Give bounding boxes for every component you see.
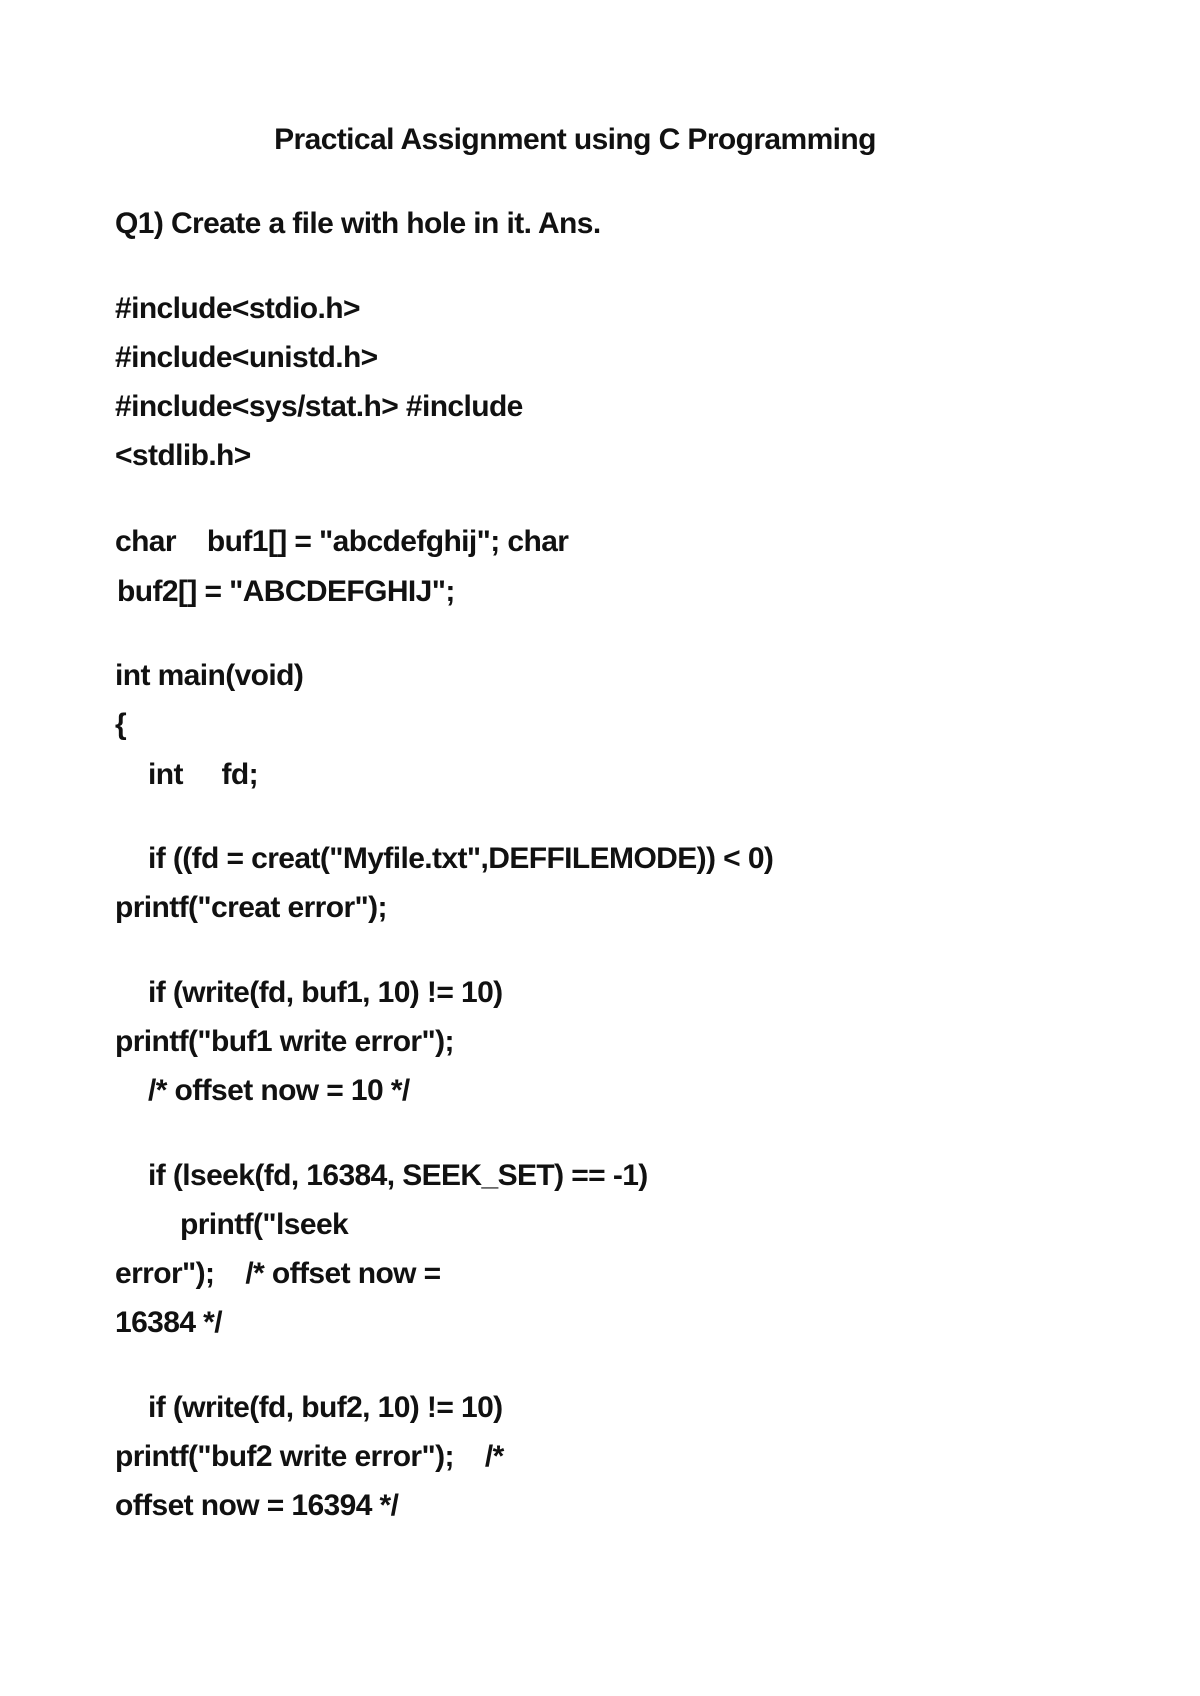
- code-line: int main(void): [115, 659, 304, 692]
- code-line: #include<stdio.h>: [115, 292, 360, 325]
- code-line: {: [115, 708, 127, 741]
- code-line: printf("lseek: [180, 1208, 349, 1241]
- code-line: printf("buf1 write error");: [115, 1025, 455, 1058]
- code-line: #include<sys/stat.h> #include: [115, 390, 523, 423]
- code-line: if (write(fd, buf1, 10) != 10): [148, 976, 503, 1009]
- code-line: 16384 */: [115, 1306, 223, 1339]
- code-line: <stdlib.h>: [115, 439, 251, 472]
- code-line: if ((fd = creat("Myfile.txt",DEFFILEMODE…: [148, 842, 774, 875]
- question-heading: Q1) Create a file with hole in it. Ans.: [115, 207, 601, 240]
- code-line: printf("creat error");: [115, 891, 388, 924]
- document-title: Practical Assignment using C Programming: [274, 123, 876, 156]
- code-line: #include<unistd.h>: [115, 341, 378, 374]
- code-line: /* offset now = 10 */: [148, 1074, 410, 1107]
- code-line: offset now = 16394 */: [115, 1489, 399, 1522]
- code-line: if (lseek(fd, 16384, SEEK_SET) == -1): [148, 1159, 648, 1192]
- code-line: error"); /* offset now =: [115, 1257, 441, 1290]
- code-line: char buf1[] = "abcdefghij"; char: [115, 525, 569, 558]
- code-line: if (write(fd, buf2, 10) != 10): [148, 1391, 503, 1424]
- code-line: buf2[] = "ABCDEFGHIJ";: [117, 575, 455, 608]
- code-line: int fd;: [148, 758, 259, 791]
- code-line: printf("buf2 write error"); /*: [115, 1440, 504, 1473]
